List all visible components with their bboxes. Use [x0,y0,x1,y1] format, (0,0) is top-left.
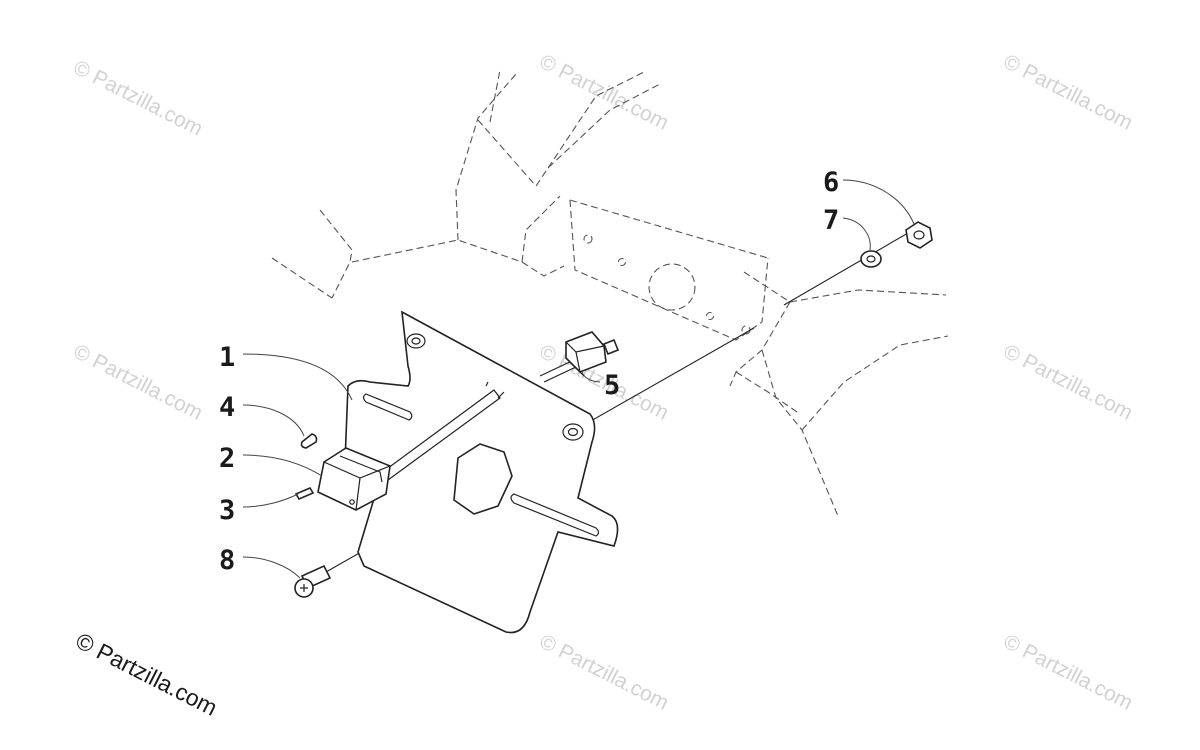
license-light-assembly [317,331,620,511]
watermark: © Partzilla.com [70,56,207,141]
callout-3: 3 [219,495,235,526]
flat-washer [860,250,882,268]
callout-4: 4 [219,392,235,423]
callout-5: 5 [604,370,620,401]
callout-7: 7 [823,205,839,236]
vehicle-rear-body-outline [271,69,949,517]
watermark: © Partzilla.com [536,630,673,715]
callout-6: 6 [823,167,839,198]
callout-1: 1 [219,342,235,373]
copyright-notice: © Partzilla.com [72,627,222,721]
small-hardware [294,221,933,598]
watermark: © Partzilla.com [1000,340,1137,425]
license-plate-bracket [338,310,619,634]
callout-2: 2 [219,443,235,474]
lock-nut [905,221,933,249]
watermark: © Partzilla.com [1000,50,1137,135]
callout-labels: 1 4 2 3 8 5 6 7 [219,167,839,576]
watermark: © Partzilla.com [536,50,673,135]
callout-8: 8 [219,545,235,576]
watermark-layer: © Partzilla.com © Partzilla.com © Partzi… [70,50,1137,715]
lamp-bulb [300,433,318,449]
watermark: © Partzilla.com [70,340,207,425]
callout-leaders [242,179,915,579]
lens-screw [294,486,315,501]
watermark: © Partzilla.com [1000,630,1137,715]
